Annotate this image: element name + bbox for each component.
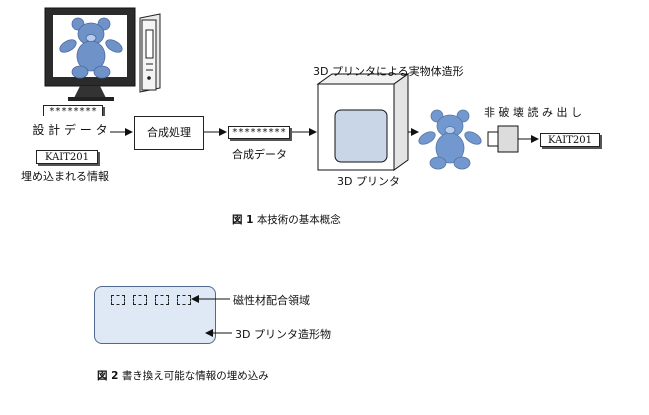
readout-value-tag: KAIT201: [540, 133, 600, 147]
design-data-label: 設 計 デ ー タ: [30, 116, 110, 146]
combined-data-label: 合成データ: [232, 148, 287, 161]
figure-1-caption: 図 1 本技術の基本概念: [232, 212, 341, 227]
synthesis-process-box: 合成処理: [134, 116, 204, 150]
region-label: 磁性材配合領域: [233, 294, 310, 307]
magnetic-region-4: [177, 295, 191, 305]
printer-label: 3D プリンタ: [337, 175, 400, 188]
reader-device-icon: [487, 125, 519, 153]
printed-object-shape: [94, 286, 216, 344]
combined-data-masked: *********: [228, 126, 290, 139]
readout-label: 非 破 壊 読 み 出 し: [484, 106, 582, 119]
magnetic-region-1: [111, 295, 125, 305]
embed-value-tag: KAIT201: [36, 150, 98, 164]
figure-2-text: 書き換え可能な情報の埋め込み: [121, 370, 269, 382]
teddy-bear-printed-icon: [418, 109, 482, 170]
pc-tower-icon: [139, 13, 161, 93]
magnetic-region-2: [133, 295, 147, 305]
embed-label: 埋め込まれる情報: [21, 170, 109, 183]
figure-1-text: 本技術の基本概念: [256, 214, 341, 226]
magnetic-region-3: [155, 295, 169, 305]
figure-2-caption: 図 2 書き換え可能な情報の埋め込み: [97, 368, 269, 383]
object-label: 3D プリンタ造形物: [235, 328, 331, 341]
figure-2-number: 図 2: [97, 370, 119, 382]
figure-1-number: 図 1: [232, 214, 254, 226]
printing-title: 3D プリンタによる実物体造形: [313, 65, 464, 78]
teddy-bear-screen-icon: [59, 17, 123, 79]
3d-printer-icon: [316, 73, 410, 171]
